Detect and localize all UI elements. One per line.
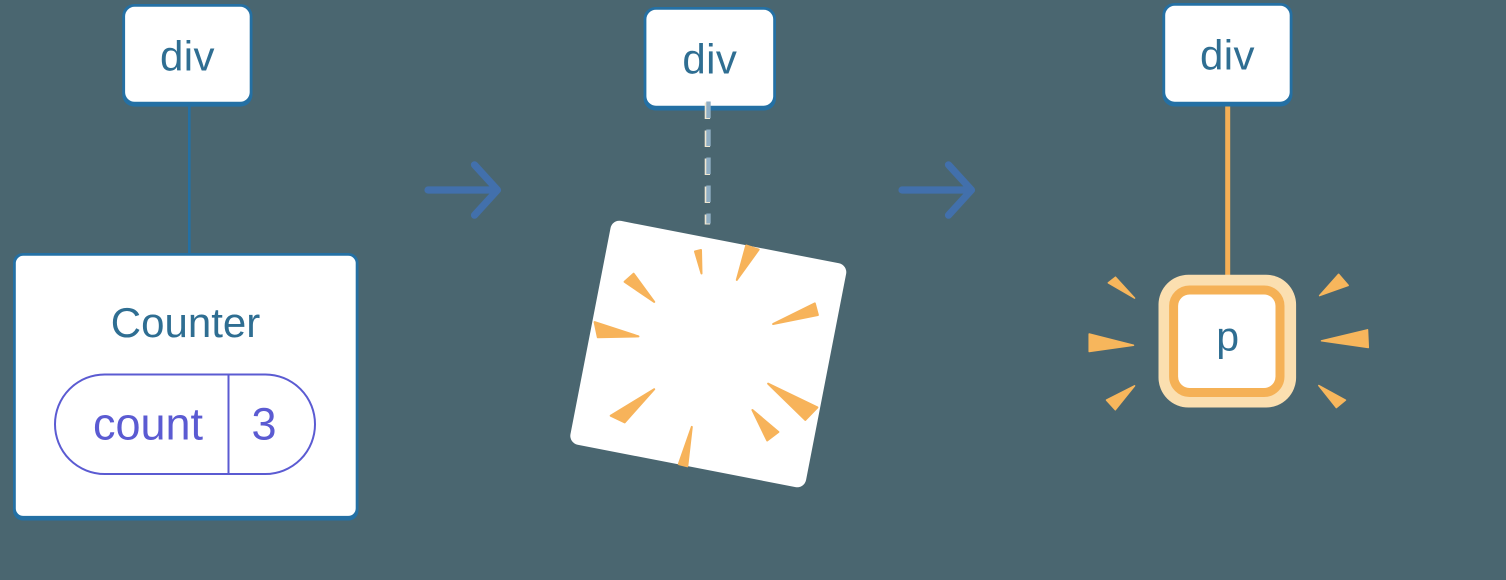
svg-text:div: div bbox=[682, 35, 737, 82]
svg-text:div: div bbox=[160, 32, 215, 79]
svg-text:Counter: Counter bbox=[111, 299, 260, 346]
svg-text:count: count bbox=[93, 399, 204, 450]
svg-text:3: 3 bbox=[251, 399, 276, 450]
svg-text:div: div bbox=[1200, 31, 1255, 78]
svg-text:p: p bbox=[1216, 314, 1239, 360]
